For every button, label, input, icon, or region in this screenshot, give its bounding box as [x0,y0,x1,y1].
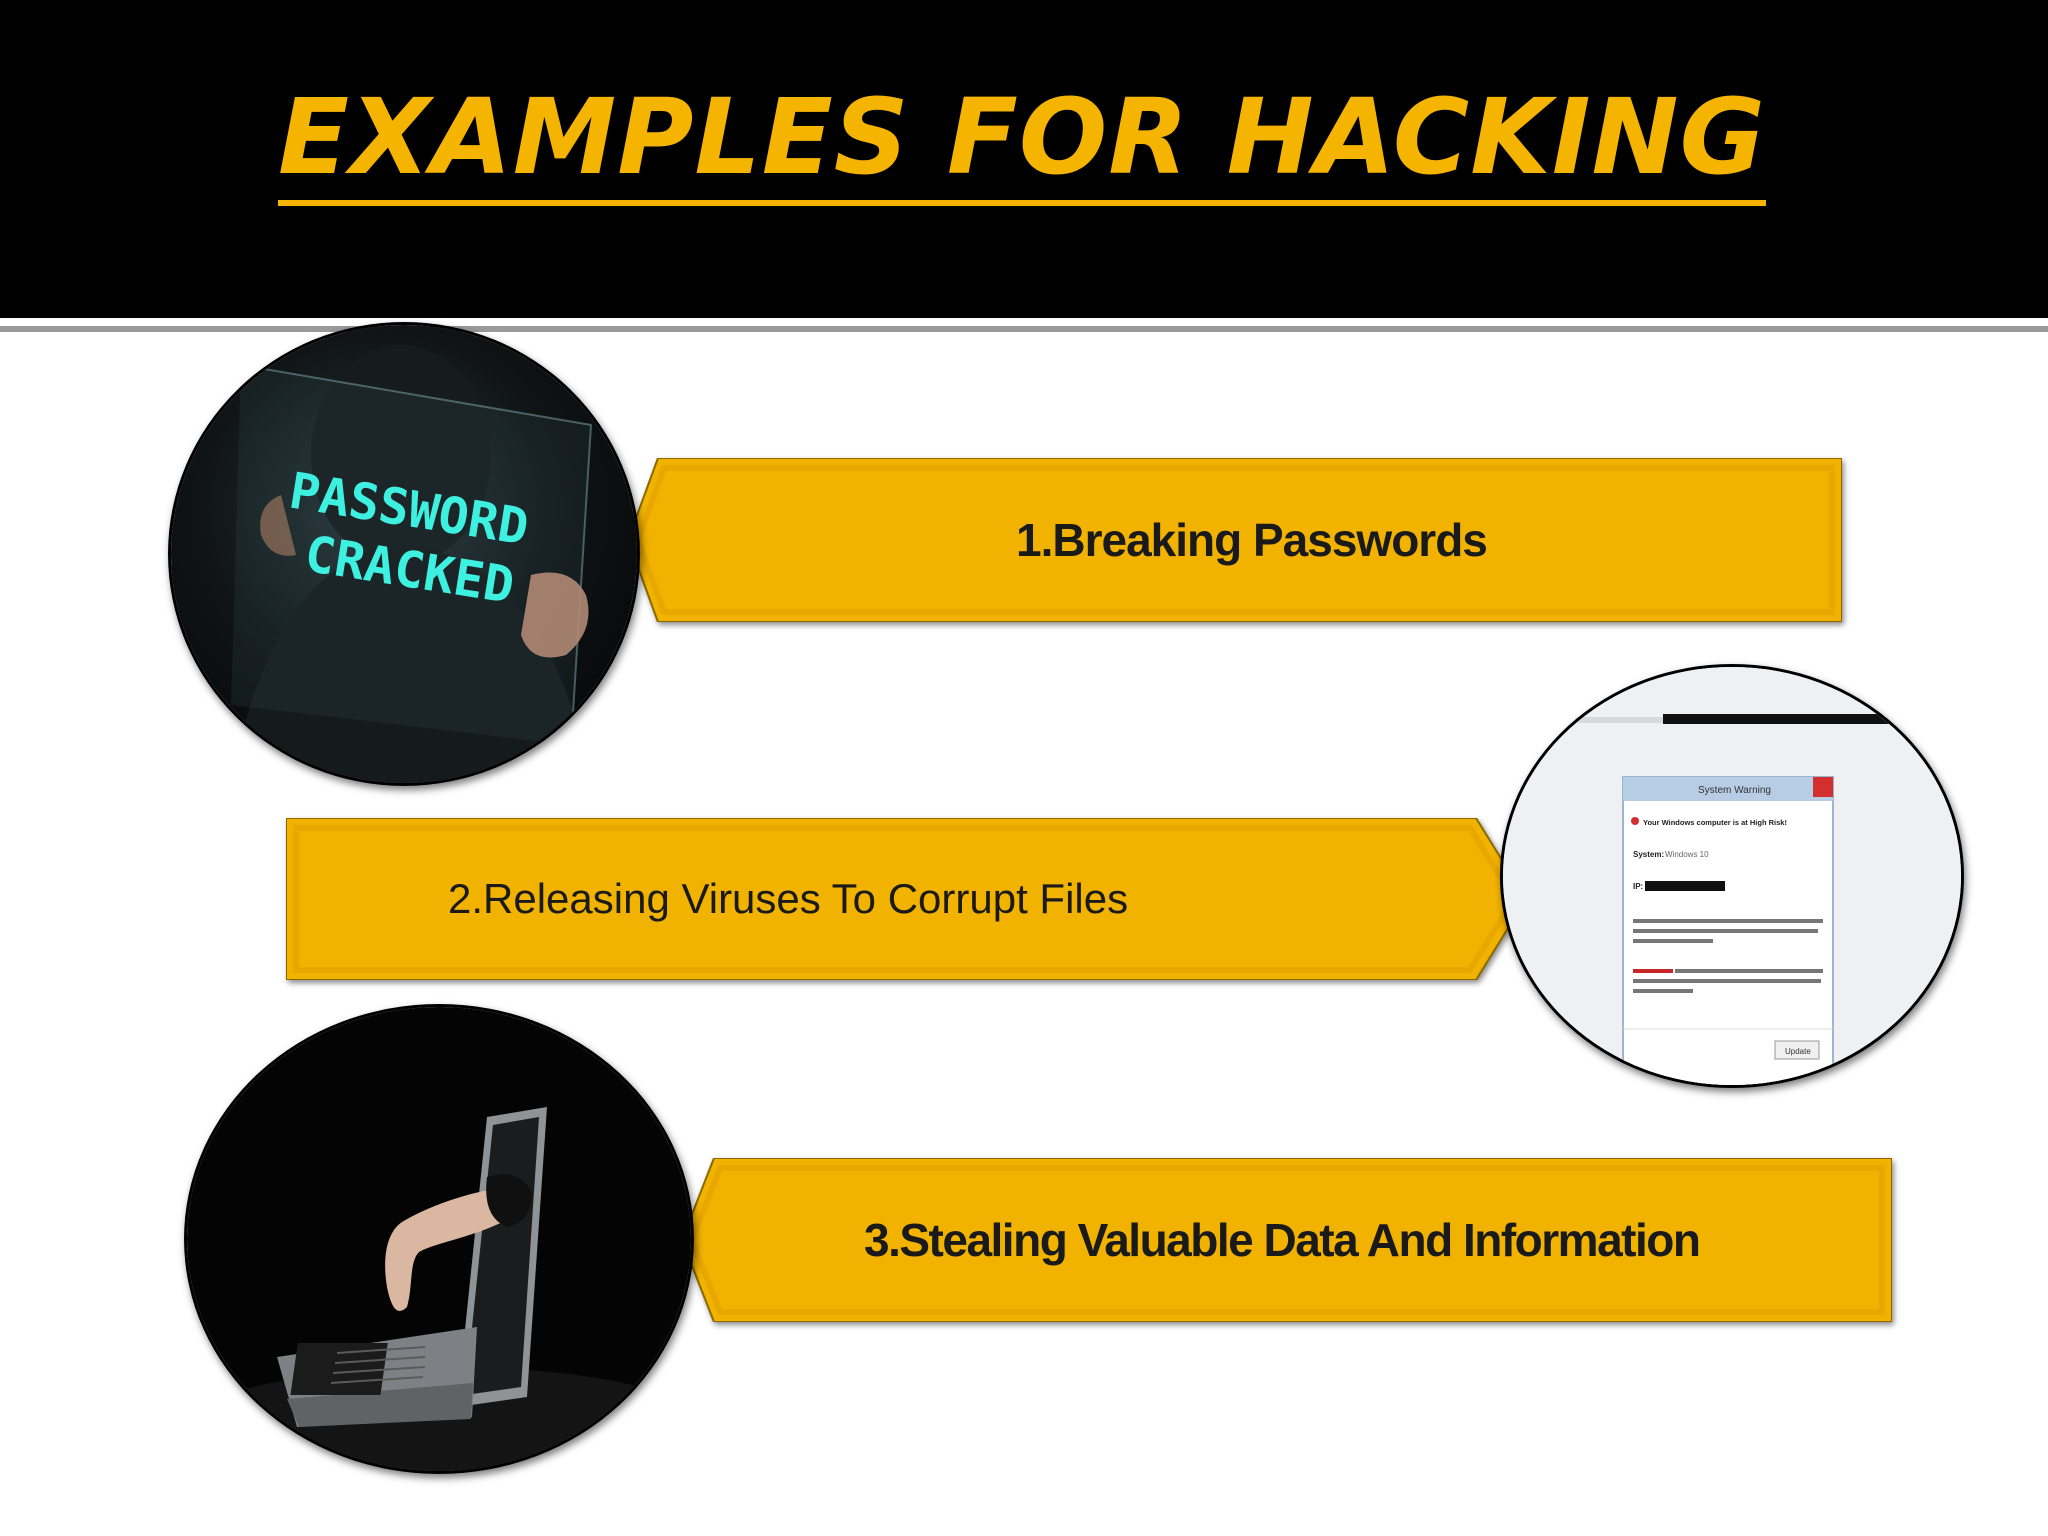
header-divider [0,326,2048,332]
banner-label: 1.Breaking Passwords [1016,514,1488,566]
banner-releasing-viruses: 2.Releasing Viruses To Corrupt Files [286,818,1526,980]
slide-header [0,0,2048,318]
virus-warning-image: System Warning Your Windows computer is … [1500,664,1964,1088]
banner-label: 2.Releasing Viruses To Corrupt Files [448,875,1129,922]
update-button: Update [1785,1047,1811,1056]
banner-breaking-passwords: 1.Breaking Passwords [628,458,1842,622]
banner-stealing-data: 3.Stealing Valuable Data And Information [682,1158,1892,1322]
password-cracked-image: PASSWORD CRACKED [168,322,640,786]
system-value: Windows 10 [1665,850,1709,859]
warning-line1: Your Windows computer is at High Risk! [1643,818,1787,827]
laptop-theft-image [184,1004,694,1474]
slide-title: EXAMPLES FOR HACKING [278,77,1766,206]
ip-label: IP: [1633,882,1643,891]
banner-label: 3.Stealing Valuable Data And Information [864,1214,1701,1266]
redacted-ip [1645,881,1725,891]
warning-window-title: System Warning [1698,785,1771,796]
system-label: System: [1633,850,1664,859]
